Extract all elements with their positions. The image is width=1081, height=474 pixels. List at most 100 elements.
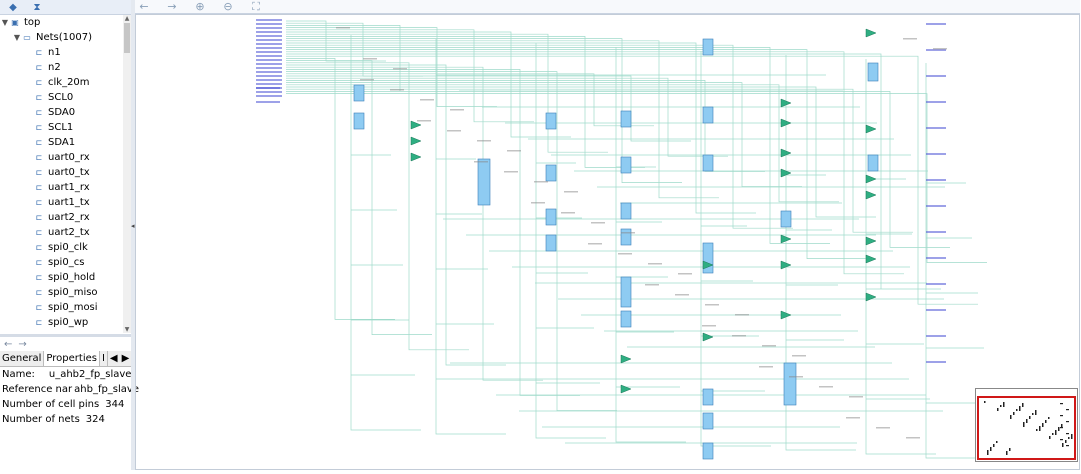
tree-item-net[interactable]: ⊏spi0_wp — [35, 317, 89, 328]
minimap[interactable] — [975, 388, 1078, 462]
minimap-mark — [1029, 416, 1031, 419]
tree-item-net[interactable]: ⊏uart1_tx — [35, 197, 90, 208]
input-port — [256, 55, 282, 57]
schematic-wires — [286, 20, 996, 459]
tab-properties[interactable]: Properties — [44, 351, 100, 366]
tree-group-nets[interactable]: ▼▭Nets(1007) — [13, 32, 93, 43]
minimap-mark — [1016, 409, 1018, 411]
input-port — [256, 39, 282, 41]
cell-block — [867, 62, 879, 82]
output-port — [926, 257, 946, 259]
back-icon[interactable]: ← — [4, 338, 13, 350]
net-icon: ⊏ — [35, 108, 43, 117]
cell-label — [621, 232, 635, 234]
minimap-viewport[interactable] — [977, 396, 1076, 460]
cell-block — [702, 154, 714, 172]
net-icon: ⊏ — [35, 78, 43, 87]
tree-root[interactable]: ▼▣top — [1, 17, 41, 28]
logic-gate — [410, 120, 422, 130]
input-port — [256, 95, 282, 97]
minimap-mark — [993, 444, 995, 447]
scroll-thumb[interactable] — [124, 23, 130, 53]
chevron-down-icon[interactable]: ▼ — [13, 33, 21, 42]
minimap-mark — [1032, 413, 1034, 415]
tab-scroll-left-icon[interactable]: ◀ — [109, 353, 118, 364]
logic-gate — [780, 148, 792, 158]
tree-item-net[interactable]: ⊏spi0_miso — [35, 287, 98, 298]
expand-all-icon[interactable]: ◆ — [9, 1, 17, 13]
minimap-mark — [990, 447, 992, 451]
scroll-down-icon[interactable]: ▼ — [124, 326, 130, 333]
collapse-all-icon[interactable]: ⧗ — [33, 1, 41, 13]
tree-item-net[interactable]: ⊏n1 — [35, 47, 61, 58]
minimap-mark — [1013, 412, 1015, 415]
cell-block — [702, 442, 714, 460]
property-tabs: General Properties I ◀ ▶ — [0, 351, 131, 367]
output-port — [926, 335, 946, 337]
tree-item-net[interactable]: ⊏SDA0 — [35, 107, 76, 118]
minimap-mark — [1055, 430, 1057, 435]
tree-item-net[interactable]: ⊏uart2_tx — [35, 227, 90, 238]
cell-label — [504, 171, 518, 173]
tree-item-net[interactable]: ⊏uart2_rx — [35, 212, 90, 223]
cell-label — [876, 427, 890, 429]
input-port — [256, 51, 282, 53]
cell-label — [591, 222, 605, 224]
tree-scrollbar[interactable]: ▲ ▼ — [123, 15, 131, 333]
cell-block — [620, 276, 632, 308]
input-port — [256, 71, 282, 73]
cell-label — [675, 294, 689, 296]
minimap-mark — [1066, 409, 1069, 411]
cell-label — [705, 304, 719, 306]
folder-icon: ▭ — [23, 33, 31, 42]
forward-icon[interactable]: → — [18, 338, 27, 350]
schematic-drawing[interactable] — [136, 15, 1081, 471]
tree-item-net[interactable]: ⊏clk_20m — [35, 77, 90, 88]
output-port — [926, 205, 946, 207]
cell-label — [648, 263, 662, 265]
cell-block — [783, 362, 797, 406]
tab-more[interactable]: I — [100, 351, 108, 366]
cell-label — [477, 140, 491, 142]
scroll-up-icon[interactable]: ▲ — [124, 15, 130, 22]
panel-splitter[interactable] — [0, 334, 131, 337]
tree-item-net[interactable]: ⊏n2 — [35, 62, 61, 73]
property-row: Name:u_ahb2_fp_slave — [2, 369, 132, 380]
input-port — [256, 27, 282, 29]
minimap-mark — [997, 408, 999, 411]
tab-scroll-right-icon[interactable]: ▶ — [121, 353, 130, 364]
output-port — [926, 101, 946, 103]
tree-item-net[interactable]: ⊏spi0_cs — [35, 257, 85, 268]
cell-label — [531, 202, 545, 204]
cell-label — [759, 366, 773, 368]
tree-item-net[interactable]: ⊏SDA1 — [35, 137, 76, 148]
net-icon: ⊏ — [35, 303, 43, 312]
tree-item-net[interactable]: ⊏uart1_rx — [35, 182, 90, 193]
tree-item-net[interactable]: ⊏uart0_tx — [35, 167, 90, 178]
module-icon: ▣ — [11, 18, 19, 27]
minimap-mark — [1066, 445, 1069, 447]
tree-item-net[interactable]: ⊏SCL1 — [35, 122, 74, 133]
zoom-in-icon[interactable]: ⊕ — [195, 0, 205, 13]
back-icon[interactable]: ← — [139, 0, 149, 13]
fit-icon[interactable]: ⛶ — [252, 0, 260, 13]
net-icon: ⊏ — [35, 168, 43, 177]
tree-item-net[interactable]: ⊏spi0_clk — [35, 242, 88, 253]
zoom-out-icon[interactable]: ⊖ — [223, 0, 233, 13]
tree-item-net[interactable]: ⊏spi0_mosi — [35, 302, 98, 313]
tree-item-net[interactable]: ⊏spi0_hold — [35, 272, 96, 283]
vertical-splitter[interactable]: ◂ — [131, 0, 135, 470]
cell-block — [353, 112, 365, 130]
chevron-down-icon[interactable]: ▼ — [1, 18, 9, 27]
netlist-tree: ▼▣top ▼▭Nets(1007) ⊏n1 ⊏n2 ⊏clk_20m ⊏SCL0 ⊏S… — [0, 15, 122, 333]
cell-label — [792, 355, 806, 357]
minimap-mark — [1039, 426, 1041, 431]
tree-item-net[interactable]: ⊏SCL0 — [35, 92, 74, 103]
input-port — [256, 43, 282, 45]
forward-icon[interactable]: → — [167, 0, 177, 13]
tab-general[interactable]: General — [0, 351, 45, 366]
cell-label — [762, 345, 776, 347]
tree-item-net[interactable]: ⊏uart0_rx — [35, 152, 90, 163]
schematic-canvas[interactable] — [135, 14, 1080, 470]
cell-label — [645, 284, 659, 286]
